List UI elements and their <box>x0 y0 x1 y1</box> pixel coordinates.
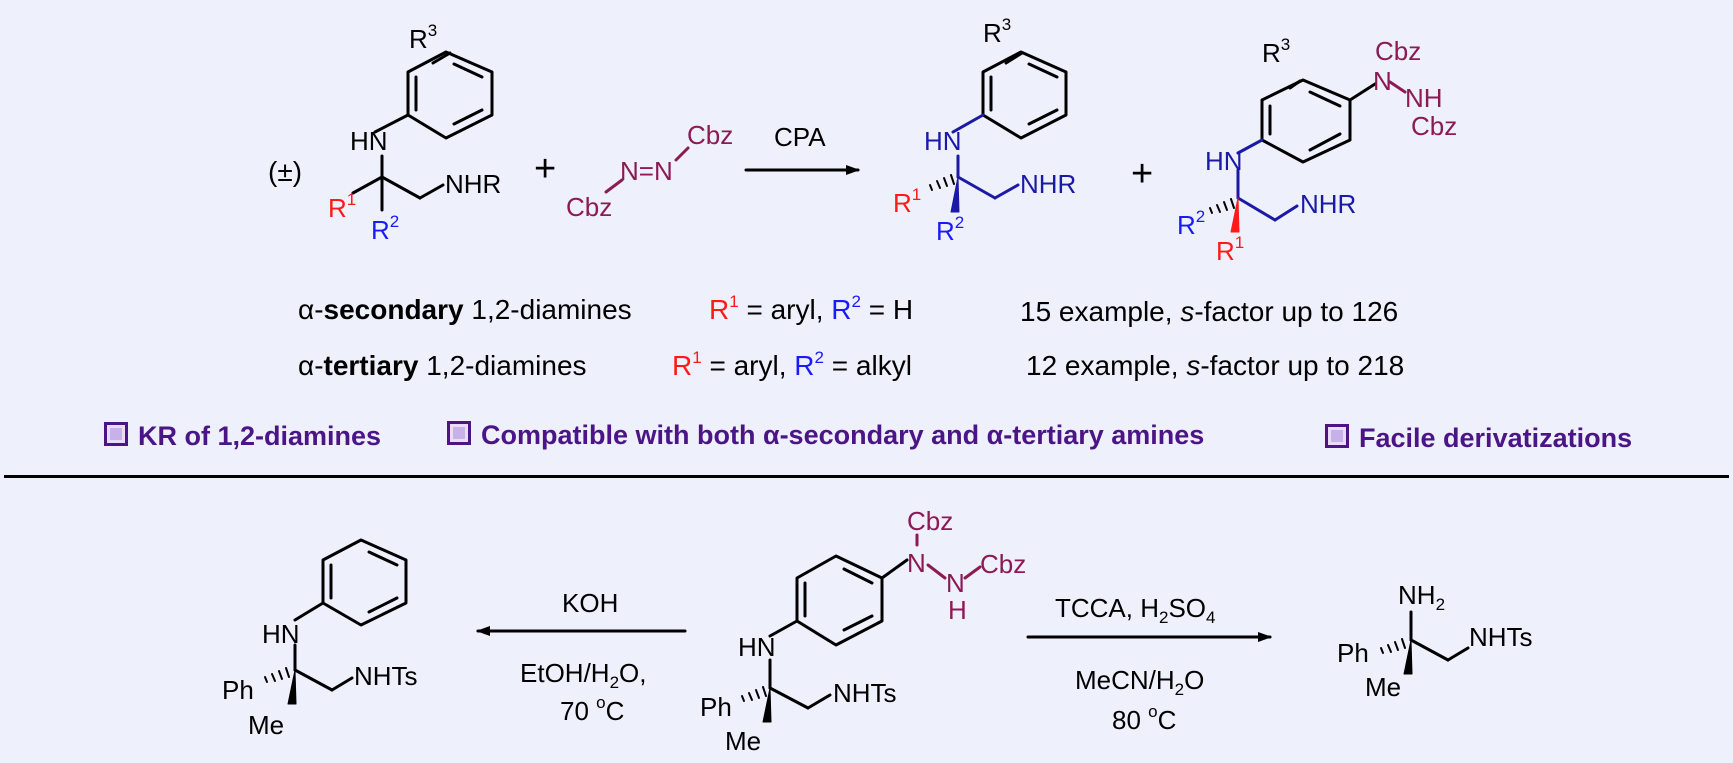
middle-h-label: H <box>948 595 967 625</box>
right-nh2-label: NH2 <box>1398 580 1446 614</box>
left-hn-label: HN <box>262 619 300 649</box>
left-solvent-label: EtOH/H2O, <box>520 658 647 692</box>
middle-ph-label: Ph <box>700 692 732 722</box>
middle-cbz-top-label: Cbz <box>907 506 954 536</box>
right-nhts-label: NHTs <box>1469 622 1533 652</box>
right-ph-label: Ph <box>1337 638 1369 668</box>
product2-cbz-bottom-label: Cbz <box>1411 111 1458 141</box>
checkbox-icon <box>104 422 128 446</box>
deprotected-aniline-product-structure <box>264 538 408 705</box>
left-nhts-label: NHTs <box>354 661 418 691</box>
product2-cbz-top-label: Cbz <box>1375 36 1422 66</box>
aminated-product-structure <box>1209 78 1407 233</box>
right-me-label: Me <box>1365 672 1402 702</box>
hn-label: HN <box>350 126 388 156</box>
scope-row-secondary-substituents: R1 = aryl, R2 = H <box>709 292 914 325</box>
feature-compatible: Compatible with both α-secondary and α-t… <box>447 421 1204 449</box>
scope-row-tertiary-results: 12 example, s-factor up to 218 <box>1026 350 1405 381</box>
product-r3-label: R3 <box>983 15 1012 48</box>
r3-label: R3 <box>409 21 438 54</box>
plus-sign-2: + <box>1131 153 1154 195</box>
product-hn-label: HN <box>924 126 962 156</box>
product-r1-label: R1 <box>893 185 922 218</box>
r2-label: R2 <box>371 212 400 245</box>
left-ph-label: Ph <box>222 675 254 705</box>
middle-hn-label: HN <box>738 632 776 662</box>
middle-n2-label: N <box>946 568 965 598</box>
middle-me-label: Me <box>725 726 762 756</box>
checkbox-icon <box>447 421 471 445</box>
azo-reagent-structure <box>604 146 690 194</box>
azo-cbz-top-label: Cbz <box>687 120 734 150</box>
right-solvent-label: MeCN/H2O <box>1075 665 1205 699</box>
product-diamine-structure <box>929 50 1068 213</box>
product2-r1-label: R1 <box>1216 233 1245 266</box>
middle-nhts-label: NHTs <box>833 678 897 708</box>
product-nhr-label: NHR <box>1020 169 1077 199</box>
right-temperature-label: 80 oC <box>1112 702 1177 735</box>
left-temperature-label: 70 oC <box>560 693 625 726</box>
feature-kr: KR of 1,2-diamines <box>104 422 381 450</box>
koh-label: KOH <box>562 588 619 618</box>
tcca-label: TCCA, H2SO4 <box>1055 593 1216 627</box>
hydrazine-adduct-structure <box>741 533 982 723</box>
scope-row-tertiary-substituents: R1 = aryl, R2 = alkyl <box>672 348 912 381</box>
racemic-label: (±) <box>268 156 303 187</box>
azo-cbz-bottom-label: Cbz <box>566 192 613 222</box>
left-me-label: Me <box>248 710 285 740</box>
plus-sign-1: + <box>534 148 557 190</box>
scope-row-secondary-class: α-secondary 1,2-diamines <box>298 294 632 325</box>
middle-n-label: N <box>907 548 926 578</box>
product2-n-label: N <box>1373 66 1392 96</box>
section-divider <box>4 475 1729 478</box>
r1-label: R1 <box>328 190 357 223</box>
catalyst-label: CPA <box>774 122 826 152</box>
product2-r2-label: R2 <box>1177 207 1206 240</box>
substrate-structure <box>351 50 494 212</box>
scope-row-tertiary-class: α-tertiary 1,2-diamines <box>298 350 587 381</box>
scope-row-secondary-results: 15 example, s-factor up to 126 <box>1020 296 1399 327</box>
azo-n-n-label: N=N <box>620 156 673 186</box>
feature-derivatizations: Facile derivatizations <box>1325 424 1632 452</box>
product2-hn-label: HN <box>1205 146 1243 176</box>
product2-r3-label: R3 <box>1262 35 1291 68</box>
checkbox-icon <box>1325 424 1349 448</box>
primary-amine-product-structure <box>1380 610 1470 675</box>
product2-nh-label: NH <box>1405 83 1443 113</box>
product2-nhr-label: NHR <box>1300 189 1357 219</box>
product-r2-label: R2 <box>936 213 965 246</box>
middle-cbz-right-label: Cbz <box>980 549 1027 579</box>
nhr-label: NHR <box>445 169 502 199</box>
